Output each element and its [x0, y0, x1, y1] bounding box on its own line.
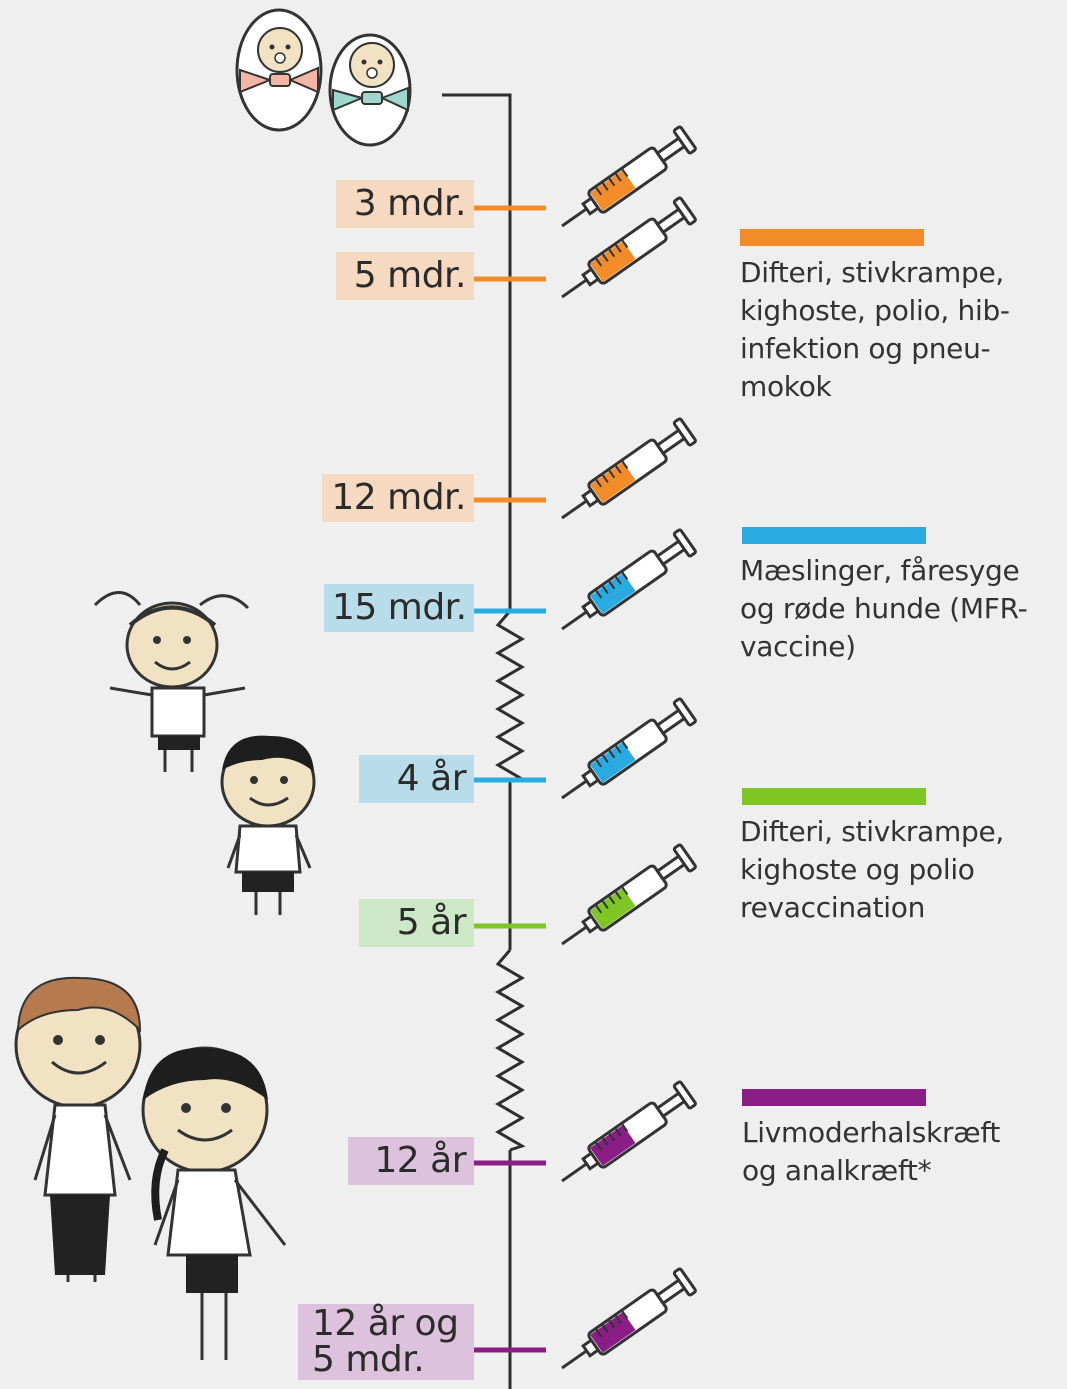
milestone-label-12-ar-5-mdr: 12 år og 5 mdr.	[298, 1304, 474, 1380]
milestone-label-3-mdr: 3 mdr.	[336, 180, 474, 228]
syringe-icon	[561, 125, 697, 228]
babies-illustration	[235, 8, 412, 147]
milestone-label-12-mdr: 12 mdr.	[322, 474, 474, 522]
milestone-label-12-ar: 12 år	[348, 1137, 474, 1185]
syringe-icon	[561, 843, 697, 946]
legend-swatch-green	[742, 788, 926, 805]
legend-swatch-purple	[742, 1089, 926, 1106]
syringe-icon	[561, 697, 697, 800]
legend-swatch-blue	[742, 527, 926, 544]
legend-text-blue: Mæslinger, fåresyge og røde hunde (MFR- …	[740, 554, 1028, 663]
legend-swatch-orange	[740, 229, 924, 246]
syringe-icon	[561, 196, 697, 299]
milestone-label-15-mdr: 15 mdr.	[324, 584, 474, 632]
syringe-icon	[561, 1080, 697, 1183]
timeline-axis-top	[442, 93, 512, 611]
legend-text-green: Difteri, stivkrampe, kighoste og polio r…	[740, 815, 1004, 924]
syringe-icon	[561, 528, 697, 631]
legend-text-purple: Livmoderhalskræft og analkræft*	[742, 1116, 1001, 1187]
timeline-break-zigzag-1	[495, 949, 526, 1152]
milestone-label-4-ar: 4 år	[359, 755, 474, 803]
milestone-label-5-ar: 5 år	[359, 899, 474, 947]
toddlers-illustration	[93, 591, 316, 915]
timeline-break-zigzag-0	[495, 610, 527, 782]
milestone-label-5-mdr: 5 mdr.	[336, 252, 474, 300]
timeline-axis	[442, 93, 697, 1389]
syringe-icon	[561, 417, 697, 520]
children-illustration	[14, 976, 287, 1360]
syringe-icon	[561, 1267, 697, 1370]
legend-text-orange: Difteri, stivkrampe, kighoste, polio, hi…	[740, 256, 1010, 403]
